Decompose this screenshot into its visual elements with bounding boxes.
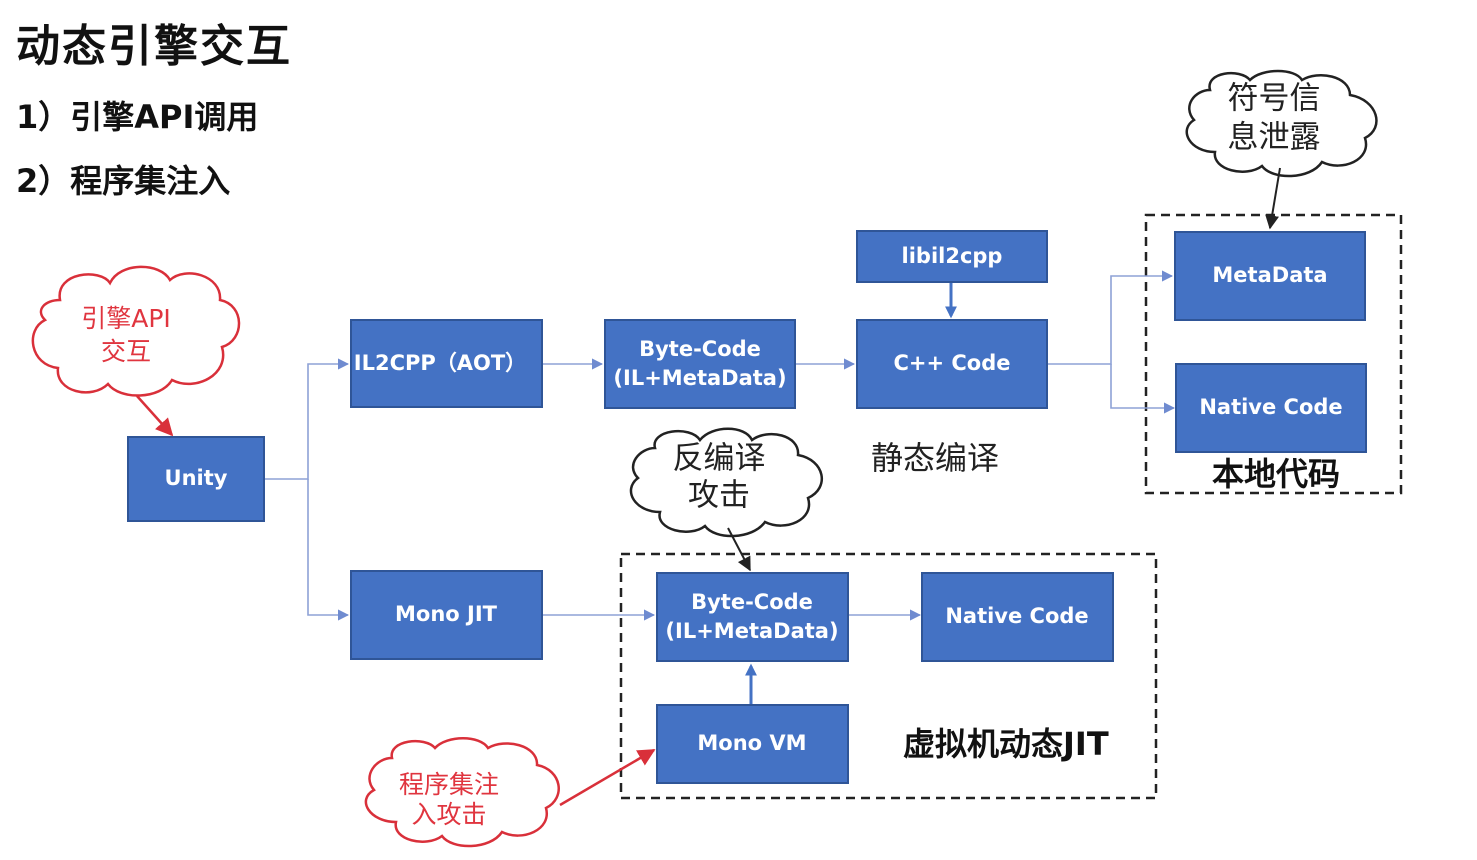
label-native-code-group: 本地代码	[1212, 455, 1340, 493]
cloud-engine-api-line1: 引擎API	[81, 304, 171, 333]
box-native-code-top-label: Native Code	[1199, 395, 1342, 419]
box-cpp-code-label: C++ Code	[893, 351, 1010, 375]
cloud-decompile: 反编译 攻击	[629, 427, 824, 538]
cloud-symbol-leak-line2: 息泄露	[1228, 120, 1321, 156]
cloud-decompile-pointer	[727, 527, 751, 572]
box-bytecode-top: Byte-Code (IL+MetaData)	[604, 319, 796, 409]
box-unity-label: Unity	[165, 466, 228, 490]
connectors	[264, 270, 1176, 704]
cloud-engine-api: 引擎API 交互	[31, 265, 241, 397]
box-il2cpp: IL2CPP（AOT）	[350, 319, 543, 408]
bullet-engine-api-call: 1）引擎API调用	[16, 98, 259, 136]
bullet-assembly-injection: 2）程序集注入	[16, 162, 231, 200]
cloud-assembly-inject-line1: 程序集注	[399, 770, 499, 799]
box-bytecode-top-line1: Byte-Code	[639, 337, 761, 361]
cloud-symbol-leak-pointer	[1265, 167, 1281, 230]
cloud-engine-api-line2: 交互	[101, 337, 151, 366]
box-mono-vm: Mono VM	[656, 704, 849, 784]
box-il2cpp-label: IL2CPP（AOT）	[354, 351, 526, 375]
box-mono-jit: Mono JIT	[350, 570, 543, 660]
box-metadata-label: MetaData	[1212, 263, 1327, 287]
box-libil2cpp: libil2cpp	[856, 230, 1048, 283]
cloud-assembly-inject-line2: 入攻击	[411, 800, 486, 829]
box-native-code-bottom: Native Code	[921, 572, 1114, 662]
connector-unity-to-il2cpp	[264, 358, 350, 480]
box-bytecode-bottom-line2: (IL+MetaData)	[665, 619, 838, 643]
box-bytecode-bottom-line1: Byte-Code	[691, 590, 813, 614]
label-vm-jit-group: 虚拟机动态JIT	[903, 725, 1109, 763]
page-title: 动态引擎交互	[16, 21, 292, 72]
cloud-assembly-inject-pointer	[559, 748, 656, 807]
box-native-code-bottom-label: Native Code	[945, 604, 1088, 628]
label-static-compile: 静态编译	[871, 439, 999, 477]
box-libil2cpp-label: libil2cpp	[902, 244, 1003, 268]
connector-cpp-to-metadata	[1047, 270, 1174, 365]
cloud-decompile-line2: 攻击	[688, 478, 750, 514]
cloud-assembly-inject: 程序集注 入攻击	[364, 737, 560, 848]
box-cpp-code: C++ Code	[856, 319, 1048, 409]
box-bytecode-top-line2: (IL+MetaData)	[613, 366, 786, 390]
box-mono-jit-label: Mono JIT	[395, 602, 498, 626]
connector-cpp-to-native	[1110, 364, 1176, 414]
box-metadata: MetaData	[1174, 231, 1366, 321]
box-mono-vm-label: Mono VM	[697, 731, 806, 755]
cloud-symbol-leak-line1: 符号信	[1228, 81, 1321, 117]
box-native-code-top: Native Code	[1175, 363, 1367, 453]
cloud-engine-api-pointer	[136, 395, 174, 437]
cloud-symbol-leak: 符号信 息泄露	[1185, 69, 1378, 178]
connector-unity-to-monojit	[307, 479, 350, 621]
box-unity: Unity	[127, 436, 265, 522]
cloud-decompile-line1: 反编译	[673, 441, 766, 477]
box-bytecode-bottom: Byte-Code (IL+MetaData)	[656, 572, 849, 662]
